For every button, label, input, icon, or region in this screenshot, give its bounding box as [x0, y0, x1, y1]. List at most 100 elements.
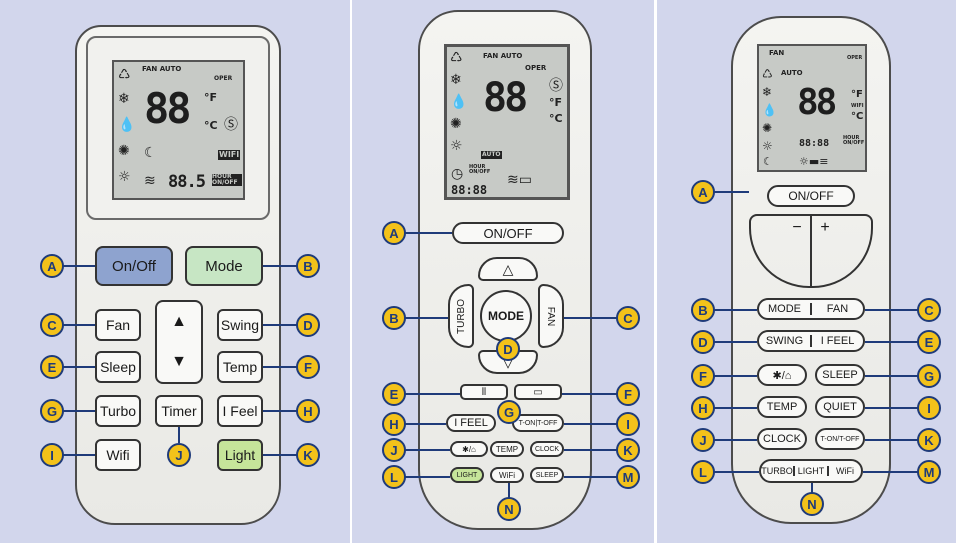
light-button[interactable]: Light [217, 439, 263, 471]
i-feel-button[interactable]: I FEEL [820, 335, 855, 347]
mode-button[interactable]: Mode [185, 246, 263, 286]
turbo-button[interactable]: TURBO [448, 284, 474, 348]
callout-line [564, 449, 620, 451]
callout-g: G [40, 399, 64, 423]
temp-down-button[interactable]: ▼ [171, 353, 187, 370]
sleep-button[interactable]: SLEEP [815, 364, 865, 386]
temp-button[interactable]: TEMP [757, 396, 807, 418]
fan-button[interactable]: FAN [538, 284, 564, 348]
callout-l: L [382, 465, 406, 489]
i-feel-button[interactable]: I Feel [217, 395, 263, 427]
health-button[interactable]: ✱/⌂ [757, 364, 807, 386]
callout-line [564, 317, 620, 319]
fan-mode-icon: ✺ [450, 116, 462, 132]
lcd-big-digits: 88 [797, 82, 837, 123]
rocker-divider [810, 216, 812, 286]
temp-button[interactable]: Temp [217, 351, 263, 383]
temp-up-button[interactable]: ▲ [171, 313, 187, 330]
callout-e: E [40, 355, 64, 379]
lcd-fan: FAN [769, 49, 785, 57]
callout-line [508, 483, 510, 499]
lcd-unit-f: °F [204, 91, 218, 104]
callout-d: D [496, 337, 520, 361]
wifi-button[interactable]: Wifi [95, 439, 141, 471]
callout-line [62, 454, 95, 456]
lcd-unit-f: °F [549, 96, 563, 109]
lcd-oper: OPER [525, 64, 547, 72]
lcd-oper: OPER [214, 75, 233, 82]
callout-j: J [691, 428, 715, 452]
callout-line [865, 341, 919, 343]
quiet-button[interactable]: QUIET [815, 396, 865, 418]
swing-button[interactable]: SWING [759, 335, 812, 347]
callout-f: F [616, 382, 640, 406]
health-button[interactable]: ✱/⌂ [450, 441, 488, 457]
callout-c: C [616, 306, 640, 330]
callout-line [865, 309, 919, 311]
on-off-button[interactable]: ON/OFF [452, 222, 564, 244]
light-button[interactable]: LIGHT [795, 466, 829, 476]
cool-mode-icon: ❄ [450, 72, 462, 88]
sleep-button[interactable]: Sleep [95, 351, 141, 383]
dry-mode-icon: 💧 [450, 94, 468, 110]
callout-line [402, 317, 448, 319]
turbo-button[interactable]: Turbo [95, 395, 141, 427]
callout-line [62, 324, 95, 326]
callout-k: K [296, 443, 320, 467]
callout-e: E [382, 382, 406, 406]
callout-f: F [296, 355, 320, 379]
turbo-label: TURBO [455, 298, 467, 334]
swing-button[interactable]: Swing [217, 309, 263, 341]
callout-n: N [497, 497, 521, 521]
callout-j: J [167, 443, 191, 467]
sleep-moon-icon: ☾ [763, 155, 773, 168]
lcd-hour-onoff: HOUR ON/OFF [212, 174, 242, 186]
callout-c: C [40, 313, 64, 337]
temp-up-button[interactable]: △ [478, 257, 538, 281]
auto-mode-icon: ♺ [762, 67, 773, 81]
on-off-button[interactable]: On/Off [95, 246, 173, 286]
callout-e: E [917, 330, 941, 354]
lcd-screen-1: ♺ ❄ 💧 ✺ ☼ FAN AUTO OPER 88 °F °C Ⓢ ☾ WIF… [112, 60, 245, 200]
lcd-unit-c: °C [204, 119, 218, 132]
fan-button[interactable]: FAN [826, 303, 849, 315]
turbo-button[interactable]: TURBO [761, 466, 795, 476]
callout-line [713, 341, 757, 343]
clock-button[interactable]: CLOCK [530, 441, 564, 457]
light-button[interactable]: LIGHT [450, 467, 484, 483]
callout-d: D [296, 313, 320, 337]
timer-button[interactable]: Timer [155, 395, 203, 427]
sleep-button[interactable]: SLEEP [530, 467, 564, 483]
callout-line [402, 476, 450, 478]
swing-icon: ≋ [144, 173, 156, 189]
i-feel-button[interactable]: I FEEL [446, 414, 496, 432]
mode-button[interactable]: MODE [480, 290, 532, 342]
clock-button[interactable]: CLOCK [757, 428, 807, 450]
lcd-unit-f: °F [851, 89, 863, 100]
callout-g: G [917, 364, 941, 388]
heat-mode-icon: ☼ [762, 139, 773, 153]
auto-mode-icon: ♺ [118, 67, 131, 83]
mode-button[interactable]: MODE [759, 303, 812, 315]
callout-line [402, 449, 450, 451]
lcd-big-digits: 88 [144, 84, 192, 133]
heat-mode-icon: ☼ [450, 138, 463, 154]
callout-line [811, 483, 813, 493]
callout-line [62, 366, 95, 368]
eco-icon: Ⓢ [224, 117, 238, 133]
horizontal-swing-button[interactable]: ▭ [514, 384, 562, 400]
callout-line [863, 471, 919, 473]
wifi-button[interactable]: WiFi [836, 466, 854, 476]
vertical-swing-button[interactable]: ⫴ [460, 384, 508, 400]
horizontal-swing-icon: ▭ [533, 386, 543, 398]
callout-line [713, 471, 759, 473]
callout-line [713, 407, 757, 409]
wifi-button[interactable]: WiFi [490, 467, 524, 483]
temp-button[interactable]: TEMP [490, 441, 524, 457]
on-off-button[interactable]: ON/OFF [767, 185, 855, 207]
timer-onoff-button[interactable]: T-ON/T-OFF [815, 428, 865, 450]
fan-button[interactable]: Fan [95, 309, 141, 341]
temp-plus-button[interactable]: + [820, 219, 830, 236]
lcd-big-digits: 88 [483, 75, 528, 121]
temp-minus-button[interactable]: − [792, 219, 802, 236]
